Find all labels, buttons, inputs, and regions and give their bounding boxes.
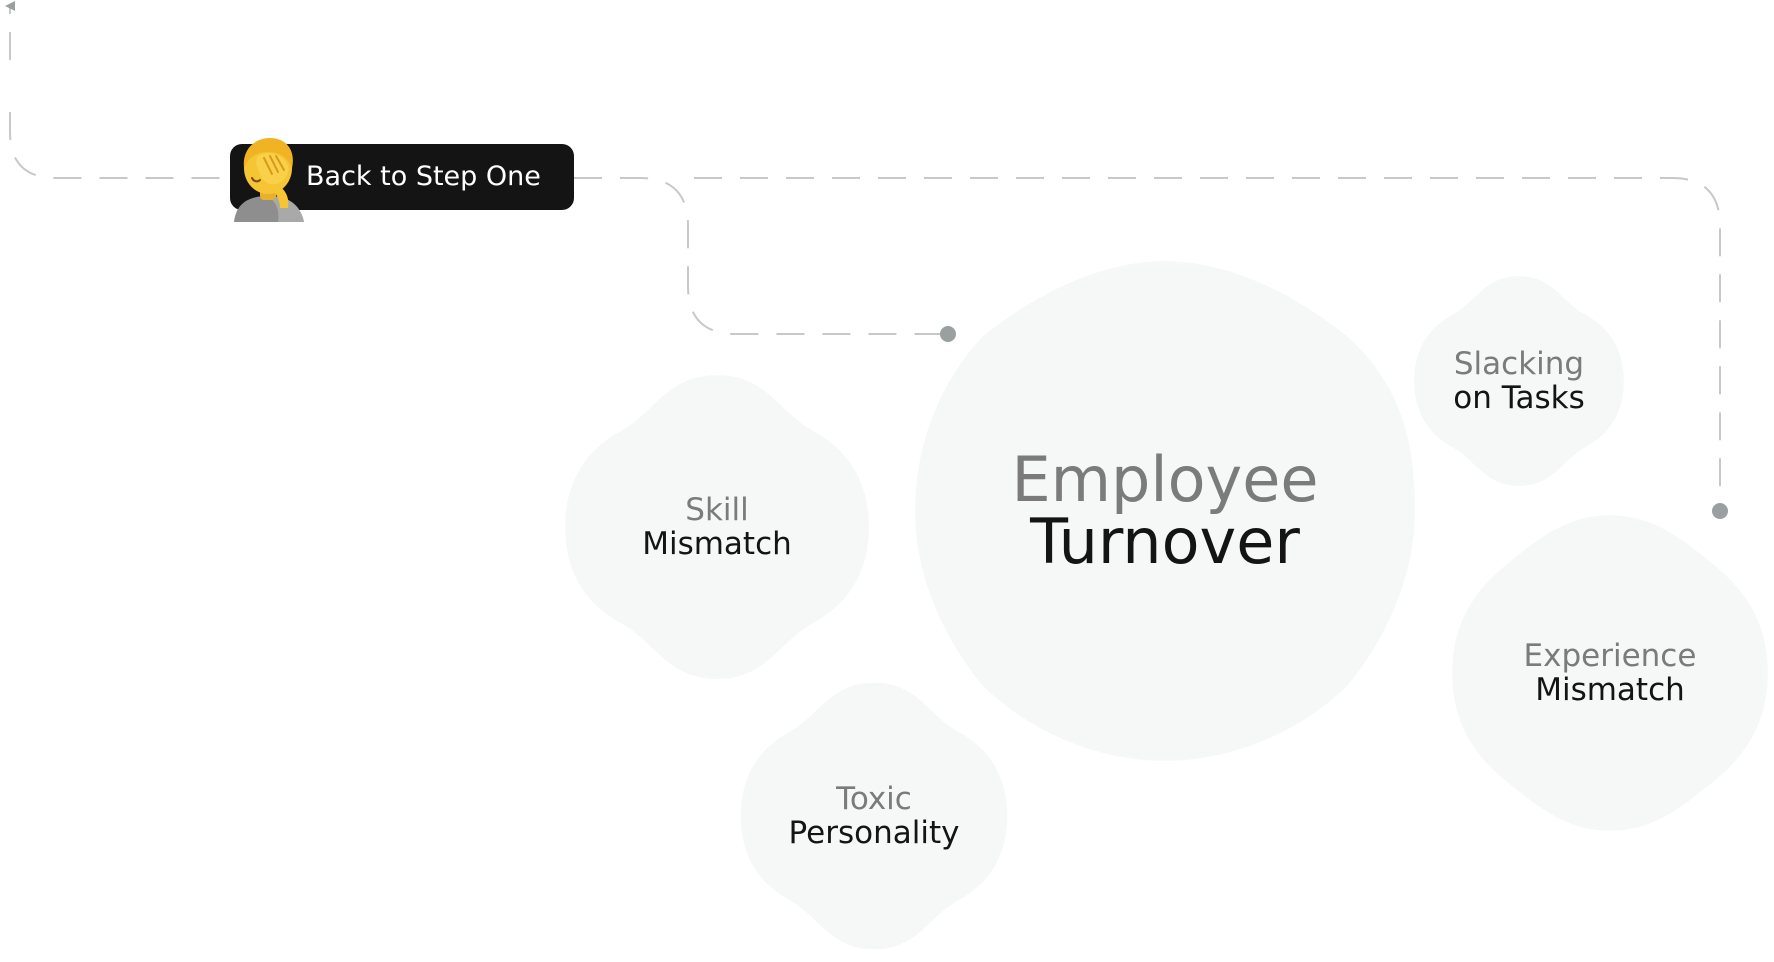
bubble-employee-turnover: Employee Turnover: [910, 256, 1420, 766]
bubble-employee-turnover-shape: [915, 261, 1415, 761]
bubble-toxic-personality-line1: Toxic: [836, 781, 912, 817]
connector-to-experience: [694, 177, 1721, 511]
bubble-toxic-personality: Toxic Personality: [738, 680, 1010, 952]
bubble-slacking-on-tasks: Slacking on Tasks: [1412, 274, 1626, 488]
bubble-skill-mismatch-line2: Mismatch: [642, 526, 792, 562]
connector-left-loop: [9, 112, 230, 179]
connector-dot-employee: [940, 326, 956, 342]
bubble-employee-turnover-line1: Employee: [1011, 443, 1319, 516]
bubble-slacking-on-tasks-line2: on Tasks: [1453, 380, 1585, 416]
bubble-employee-turnover-line2: Turnover: [1030, 505, 1300, 578]
bubble-experience-mismatch-line1: Experience: [1523, 638, 1697, 674]
person-facepalming-icon: [234, 138, 304, 222]
connector-dot-experience: [1712, 503, 1728, 519]
bubble-skill-mismatch-line1: Skill: [685, 492, 749, 528]
bubble-skill-mismatch-shape: [565, 375, 869, 679]
back-to-step-one-label: Back to Step One: [306, 161, 541, 192]
bubble-experience-mismatch-shape: [1452, 515, 1768, 831]
bubble-slacking-on-tasks-line1: Slacking: [1453, 346, 1585, 382]
bubble-toxic-personality-line2: Personality: [788, 815, 960, 851]
bubble-toxic-personality-shape: [740, 682, 1008, 950]
connector-to-employee: [574, 177, 948, 335]
bubble-experience-mismatch: Experience Mismatch: [1449, 512, 1771, 834]
bubble-experience-mismatch-line2: Mismatch: [1535, 672, 1685, 708]
bubble-slacking-on-tasks-shape: [1414, 276, 1624, 486]
bubble-skill-mismatch: Skill Mismatch: [562, 372, 872, 682]
